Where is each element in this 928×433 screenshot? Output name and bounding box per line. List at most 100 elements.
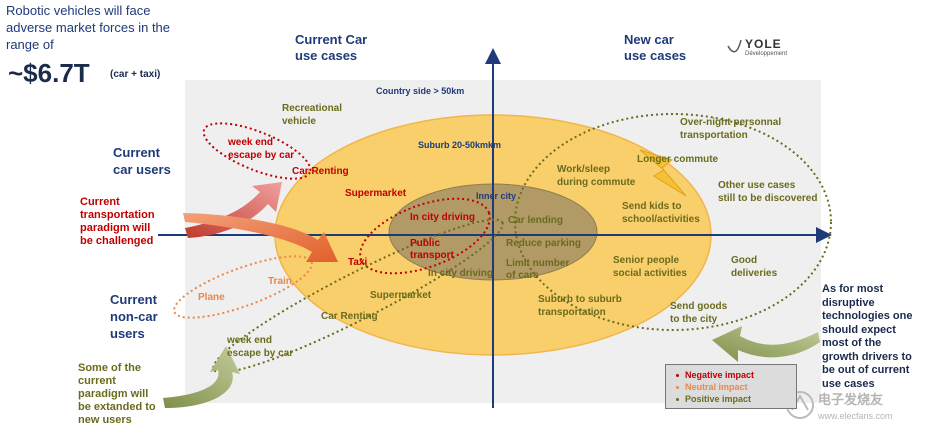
other-use-cases-label: Other use cases still to be discovered [718,179,817,205]
car-renting-negative-label: Car Renting [292,166,349,177]
limit-cars-line-1: Limit number [506,258,570,269]
legend-negative-dot [676,374,679,378]
current-car-users-line-1: Current [113,145,160,160]
weekend-escape-negative-label: week end escape by car [228,136,294,162]
disruptive-line-3: technologies one [822,310,913,322]
plane-label: Plane [198,292,225,303]
over-night-line-2: transportation [680,130,748,141]
current-use-cases-title: Current Car use cases [295,32,367,64]
recreational-line-2: vehicle [282,116,316,127]
new-use-cases-title: New car use cases [624,32,686,64]
train-label: Train [268,276,292,287]
legend-positive: Positive impact [676,394,751,404]
recreational-line-1: Recreational [282,103,343,114]
public-transport-line-2: transport [410,250,454,261]
limit-cars-line-2: of cars [506,270,539,281]
legend-neutral: Neutral impact [676,382,748,392]
good-deliveries-label: Good deliveries [731,254,777,280]
limit-cars-label: Limit number of cars [506,258,569,282]
intro-line-1: Robotic vehicles will face [6,3,151,18]
suburb-to-suburb-line-1: Suburb to suburb [538,294,622,305]
disruptive-line-6: growth drivers to [822,350,912,363]
extended-paradigm-label: Some of the current paradigm will be ext… [78,362,156,427]
challenge-arrow-taxi [183,213,338,262]
send-goods-line-2: to the city [670,314,718,325]
work-sleep-label: Work/sleep during commute [557,163,635,189]
disruptive-line-8: use cases [822,377,875,390]
suburb-to-suburb-label: Suburb to suburb transportation [538,293,622,319]
weekend-bottom-line-2: escape by car [227,348,294,359]
recreational-vehicle-label: Recreational vehicle [282,102,342,128]
good-deliveries-line-2: deliveries [731,268,778,279]
paradigm-challenged-label: Current transportation paradigm will be … [80,196,155,248]
non-car-line-1: Current [110,292,157,307]
positive-right-ellipse [514,113,832,331]
in-city-driving-negative-label: In city driving [410,212,476,223]
paradigm-line-4: be challenged [80,235,154,247]
watermark-cn-text: 电子发烧友 [818,392,884,407]
yole-logo-word: YOLE [745,37,782,51]
disruptive-label: As for most disruptive technologies one … [822,283,912,391]
extended-line-5: new users [78,414,132,426]
amount-note: (car + taxi) [110,69,161,80]
weekend-bottom-line-1: week end [227,335,273,346]
lightning-bolt-icon [639,149,687,197]
paradigm-line-1: Current [80,196,120,208]
disruptive-line-1: As for most [822,283,884,295]
current-non-car-users-label: Current non-car users [110,291,158,342]
legend-positive-dot [676,398,679,402]
other-use-line-2: still to be discovered [718,193,818,204]
weekend-top-line-2: escape by car [228,150,295,161]
send-goods-label: Send goods to the city [670,300,727,326]
send-kids-line-2: school/activities [622,214,700,225]
good-deliveries-line-1: Good [731,255,758,266]
over-night-line-1: Over-night personnal [680,117,782,128]
disruptive-line-5: most of the [822,337,882,349]
new-title-line-1: New car [624,32,674,47]
supermarket-negative-label: Supermarket [345,188,407,199]
countryside-label: Country side > 50km [376,86,465,96]
over-night-label: Over-night personnal transportation [680,116,781,142]
current-title-line-1: Current Car [295,32,368,47]
extended-line-2: current [78,375,116,387]
public-transport-label: Public transport [410,238,454,262]
yole-logo-sub: Développement [745,51,788,57]
legend-neutral-dot [676,386,679,390]
public-transport-line-1: Public [410,238,441,249]
intro-text: Robotic vehicles will face adverse marke… [6,2,170,53]
extended-line-4: be extanded to [78,401,156,413]
work-sleep-line-2: during commute [557,177,636,188]
new-title-line-2: use cases [624,48,687,63]
work-sleep-line-1: Work/sleep [557,164,611,175]
paradigm-line-3: paradigm will [80,222,151,234]
non-car-line-2: non-car [110,309,158,324]
extended-line-1: Some of the [78,362,141,374]
other-use-line-1: Other use cases [718,180,796,191]
suburb-label: Suburb 20-50kmkm [418,140,502,150]
disruptive-arrow [712,326,820,362]
in-city-driving-positive-label: In city driving [428,268,494,279]
legend-negative: Negative impact [676,370,754,380]
supermarket-positive-label: Supermarket [370,290,432,301]
send-kids-line-1: Send kids to [622,201,682,212]
reduce-parking-label: Reduce parking [506,238,582,249]
weekend-escape-positive-label: week end escape by car [227,334,293,360]
extended-line-3: paradigm will [78,388,149,400]
watermark-url: www.elecfans.com [818,411,893,421]
non-car-line-3: users [110,326,145,341]
legend-negative-text: Negative impact [685,370,755,380]
current-title-line-2: use cases [295,48,358,63]
amount-value: ~$6.7T [8,58,90,88]
car-lending-label: Car lending [508,215,564,226]
extend-arrow-left [163,346,240,408]
send-kids-label: Send kids to school/activities [622,200,700,226]
suburb-to-suburb-line-2: transportation [538,307,606,318]
legend-positive-text: Positive impact [685,394,752,404]
inner-city-label: Inner city [476,191,517,201]
disruptive-line-4: should expect [822,323,896,336]
senior-people-label: Senior people social activities [613,254,687,280]
senior-line-2: social activities [613,268,687,279]
positive-left-ellipse [212,218,504,374]
